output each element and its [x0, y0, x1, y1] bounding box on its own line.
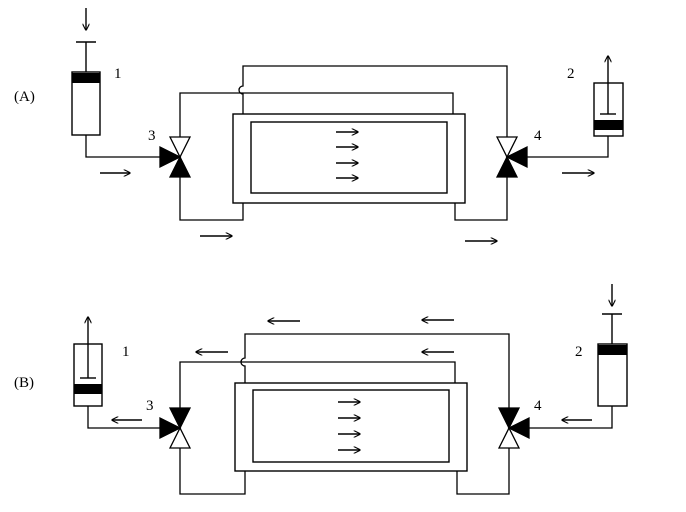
syringe-1 [71, 8, 101, 136]
syringe-plunger [74, 384, 102, 394]
channel-flow-arrows [336, 132, 358, 178]
valve-4 [495, 136, 528, 178]
syringe-1-number: 1 [122, 344, 130, 360]
channel-flow-arrows [338, 402, 360, 450]
valve-4-number: 4 [534, 398, 542, 414]
syringe-plunger [72, 73, 100, 83]
valve-3-number: 3 [146, 398, 154, 414]
syringe-2-number: 2 [567, 66, 575, 82]
syringe-2 [597, 284, 628, 407]
syringe-2-number: 2 [575, 344, 583, 360]
syringe-1-number: 1 [114, 66, 122, 82]
syringe-plunger [594, 120, 623, 130]
valve-4-number-label: 4 [534, 128, 542, 144]
panel-a-label: (A) [14, 89, 35, 105]
valve-3 [159, 407, 192, 449]
panel-b: (B) 1 3 [14, 284, 628, 495]
valve-3 [159, 136, 192, 178]
valve-3-number: 3 [148, 128, 156, 144]
syringe-2 [593, 56, 624, 137]
panel-b-label: (B) [14, 375, 34, 391]
syringe-1 [73, 317, 103, 407]
valve-4 [497, 407, 530, 449]
syringe-plunger [598, 345, 627, 355]
flow-cell-channel [252, 389, 450, 463]
panel-a: (A) 1 3 [14, 8, 624, 241]
flow-cell-channel [250, 121, 448, 194]
